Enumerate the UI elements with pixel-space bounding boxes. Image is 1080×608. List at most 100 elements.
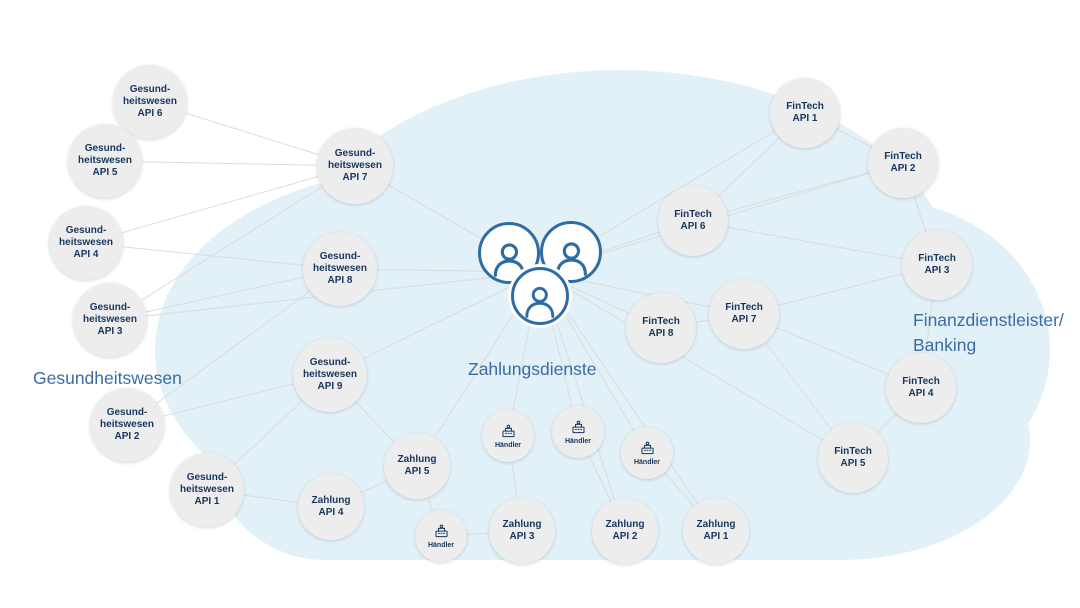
node-label-line: heitswesen	[303, 369, 357, 380]
node-label-line: API 1	[703, 531, 729, 542]
node-label-line: FinTech	[786, 101, 824, 112]
node-m3: Händler	[621, 427, 673, 479]
node-label-line: API 8	[648, 328, 674, 339]
merchant-icon	[571, 420, 585, 433]
person-icon	[525, 287, 555, 319]
node-label-line: API 3	[509, 531, 535, 542]
node-label-line: heitswesen	[83, 314, 137, 325]
merchant-label: Händler	[494, 441, 522, 449]
node-m1: Händler	[482, 410, 534, 462]
edge-f6-f3	[692, 220, 938, 266]
node-label-line: API 5	[840, 458, 866, 469]
node-label-line: API 5	[404, 466, 430, 477]
node-label-line: heitswesen	[123, 96, 177, 107]
node-label-line: FinTech	[884, 151, 922, 162]
payments-cluster-label: Zahlungsdienste	[468, 359, 597, 379]
node-label-line: API 6	[137, 108, 163, 119]
merchant-label: Händler	[427, 541, 455, 549]
node-label-line: Zahlung	[502, 519, 542, 530]
node-m2: Händler	[552, 406, 604, 458]
node-label-line: FinTech	[918, 253, 956, 264]
node-label-line: API 3	[924, 265, 950, 276]
edge-h4-h8	[85, 242, 341, 270]
node-label-line: API 2	[114, 431, 140, 442]
node-label-line: FinTech	[902, 376, 940, 387]
node-label-line: Gesund-	[186, 472, 228, 483]
node-label-line: API 8	[327, 275, 353, 286]
node-label-line: Gesund-	[319, 251, 361, 262]
merchant-icon	[501, 424, 515, 437]
node-label-line: Zahlung	[696, 519, 736, 530]
node-label-line: heitswesen	[328, 160, 382, 171]
node-label-line: Gesund-	[334, 148, 376, 159]
merchant-icon	[434, 524, 448, 537]
node-label-line: FinTech	[834, 446, 872, 457]
edge-h3-h7	[109, 165, 356, 321]
merchant-label: Händler	[564, 437, 592, 445]
fintech-label-line2: Banking	[913, 335, 977, 355]
person-icon	[493, 243, 525, 277]
person-icon	[555, 242, 587, 276]
node-label-line: Gesund-	[309, 357, 351, 368]
node-label-line: Zahlung	[605, 519, 645, 530]
node-label-line: Gesund-	[106, 407, 148, 418]
node-label-line: FinTech	[674, 209, 712, 220]
edge-h5-h7	[104, 160, 356, 167]
node-label-line: Gesund-	[65, 225, 107, 236]
fintech-cluster-label: Finanzdienstleister/ Banking	[913, 308, 1064, 358]
user-icon-bottom	[511, 267, 569, 325]
edge-f6-f2	[692, 162, 904, 222]
node-label-line: heitswesen	[313, 263, 367, 274]
node-label-line: heitswesen	[180, 484, 234, 495]
node-label-line: Zahlung	[311, 495, 351, 506]
node-label-line: API 9	[317, 381, 343, 392]
node-label-line: Gesund-	[129, 84, 171, 95]
node-label-line: API 4	[908, 388, 934, 399]
node-label-line: Zahlung	[397, 454, 437, 465]
edge-h3-h8	[109, 268, 341, 321]
node-label-line: API 1	[792, 113, 818, 124]
healthcare-cluster-label: Gesundheitswesen	[33, 368, 182, 388]
fintech-label-line1: Finanzdienstleister/	[913, 310, 1064, 330]
node-label-line: Gesund-	[84, 143, 126, 154]
node-label-line: API 2	[612, 531, 638, 542]
edge-h4-h7	[85, 165, 356, 244]
node-label-line: Gesund-	[89, 302, 131, 313]
merchant-icon	[640, 441, 654, 454]
node-label-line: API 7	[342, 172, 368, 183]
edge-h9-c	[329, 271, 541, 376]
node-label-line: API 1	[194, 496, 220, 507]
edge-h2-h8	[126, 268, 341, 426]
node-label-line: API 5	[92, 167, 118, 178]
node-label-line: FinTech	[642, 316, 680, 327]
edge-z1-c	[539, 271, 717, 532]
node-label-line: API 2	[890, 163, 916, 174]
node-label-line: FinTech	[725, 302, 763, 313]
node-label-line: API 4	[73, 249, 99, 260]
node-label-line: heitswesen	[59, 237, 113, 248]
merchant-label: Händler	[633, 458, 661, 466]
node-label-line: API 6	[680, 221, 706, 232]
node-label-line: heitswesen	[78, 155, 132, 166]
